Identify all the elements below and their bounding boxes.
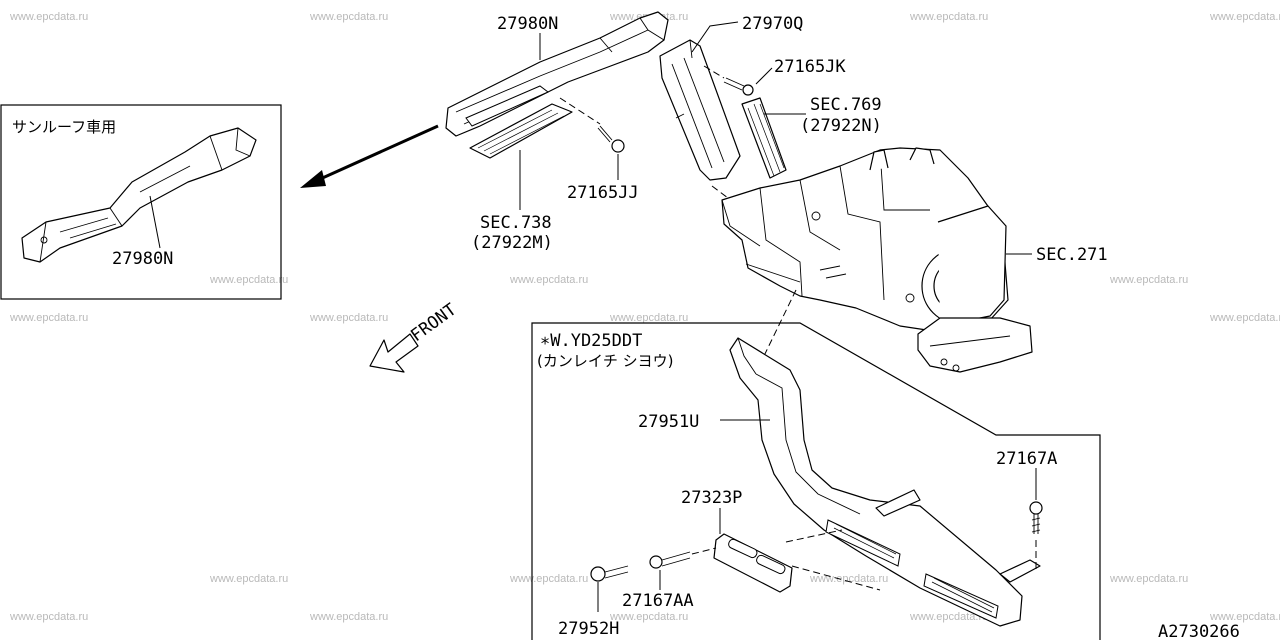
defroster-duct-27980N [445,11,669,137]
watermark: www.epcdata.ru [509,274,588,286]
watermark: www.epcdata.ru [309,11,388,23]
sunroof-inset-caption: サンルーフ車用 [12,118,116,136]
diagram-code: A2730266 [1158,622,1240,640]
watermark: www.epcdata.ru [909,611,988,623]
watermark: www.epcdata.ru [209,573,288,585]
inset-pointer-arrow [300,124,439,188]
watermark: www.epcdata.ru [609,312,688,324]
engine-inset: ∗W.YD25DDT (カンレイチ シヨウ) 27951U 27167A [531,289,1101,640]
dashline-27323P [785,529,881,591]
label-27951U: 27951U [638,412,699,432]
engine-inset-caption-2: (カンレイチ シヨウ) [537,352,673,370]
sunroof-duct-drawing [21,127,257,263]
dashline-27165JJ [559,97,601,125]
leader-27970Q [691,21,739,53]
grille-sec738 [469,103,573,159]
grille-sec769 [741,97,787,179]
watermark: www.epcdata.ru [609,611,688,623]
side-duct-27970Q [659,39,741,181]
label-27952H: 27952H [558,619,619,639]
label-sec738: SEC.738 [480,213,552,233]
sunroof-inset: サンルーフ車用 27980N [0,104,282,300]
watermark: www.epcdata.ru [1209,611,1280,623]
label-27165JJ: 27165JJ [567,183,639,203]
watermark: www.epcdata.ru [509,573,588,585]
front-label: FRONT [407,300,460,346]
watermark: www.epcdata.ru [9,11,88,23]
screw-27165JK [723,77,754,96]
label-sec769: SEC.769 [810,95,882,115]
screw-27167A [1029,501,1043,534]
watermark-layer: www.epcdata.ru www.epcdata.ru www.epcdat… [9,11,1280,623]
label-27970Q: 27970Q [742,14,803,34]
label-sec738-sub: (27922M) [471,233,553,253]
leader-27165JK [755,67,773,85]
label-sec271: SEC.271 [1036,245,1108,265]
grille-27323P [713,533,793,593]
watermark: www.epcdata.ru [209,274,288,286]
watermark: www.epcdata.ru [1109,274,1188,286]
watermark: www.epcdata.ru [1209,11,1280,23]
engine-inset-caption-1: ∗W.YD25DDT [540,331,642,351]
watermark: www.epcdata.ru [309,611,388,623]
watermark: www.epcdata.ru [9,611,88,623]
dashline-27165JK [703,65,725,79]
label-27980N: 27980N [497,14,558,34]
watermark: www.epcdata.ru [809,573,888,585]
label-sec769-sub: (27922N) [800,116,882,136]
front-direction-indicator: FRONT [369,300,460,373]
label-27165JK: 27165JK [774,57,846,77]
dashline-foot-duct-to-heater [761,289,797,361]
dashline-duct-to-heater [711,185,729,199]
watermark: www.epcdata.ru [9,312,88,324]
dashline-27167AA [691,547,717,555]
sunroof-leader [149,195,161,249]
foot-duct-27951U [729,337,1041,627]
screw-27165JJ [597,125,625,153]
sunroof-inset-frame [0,104,282,300]
heater-unit-sec271 [721,147,1033,373]
watermark: www.epcdata.ru [1209,312,1280,324]
watermark: www.epcdata.ru [909,11,988,23]
engine-inset-frame [531,322,1101,640]
label-27323P: 27323P [681,488,742,508]
sunroof-part-label: 27980N [112,249,173,269]
clip-27952H [590,565,629,582]
label-27167AA: 27167AA [622,591,694,611]
watermark: www.epcdata.ru [1109,573,1188,585]
label-27167A: 27167A [996,449,1057,469]
watermark: www.epcdata.ru [309,312,388,324]
screw-27167AA [649,551,691,569]
